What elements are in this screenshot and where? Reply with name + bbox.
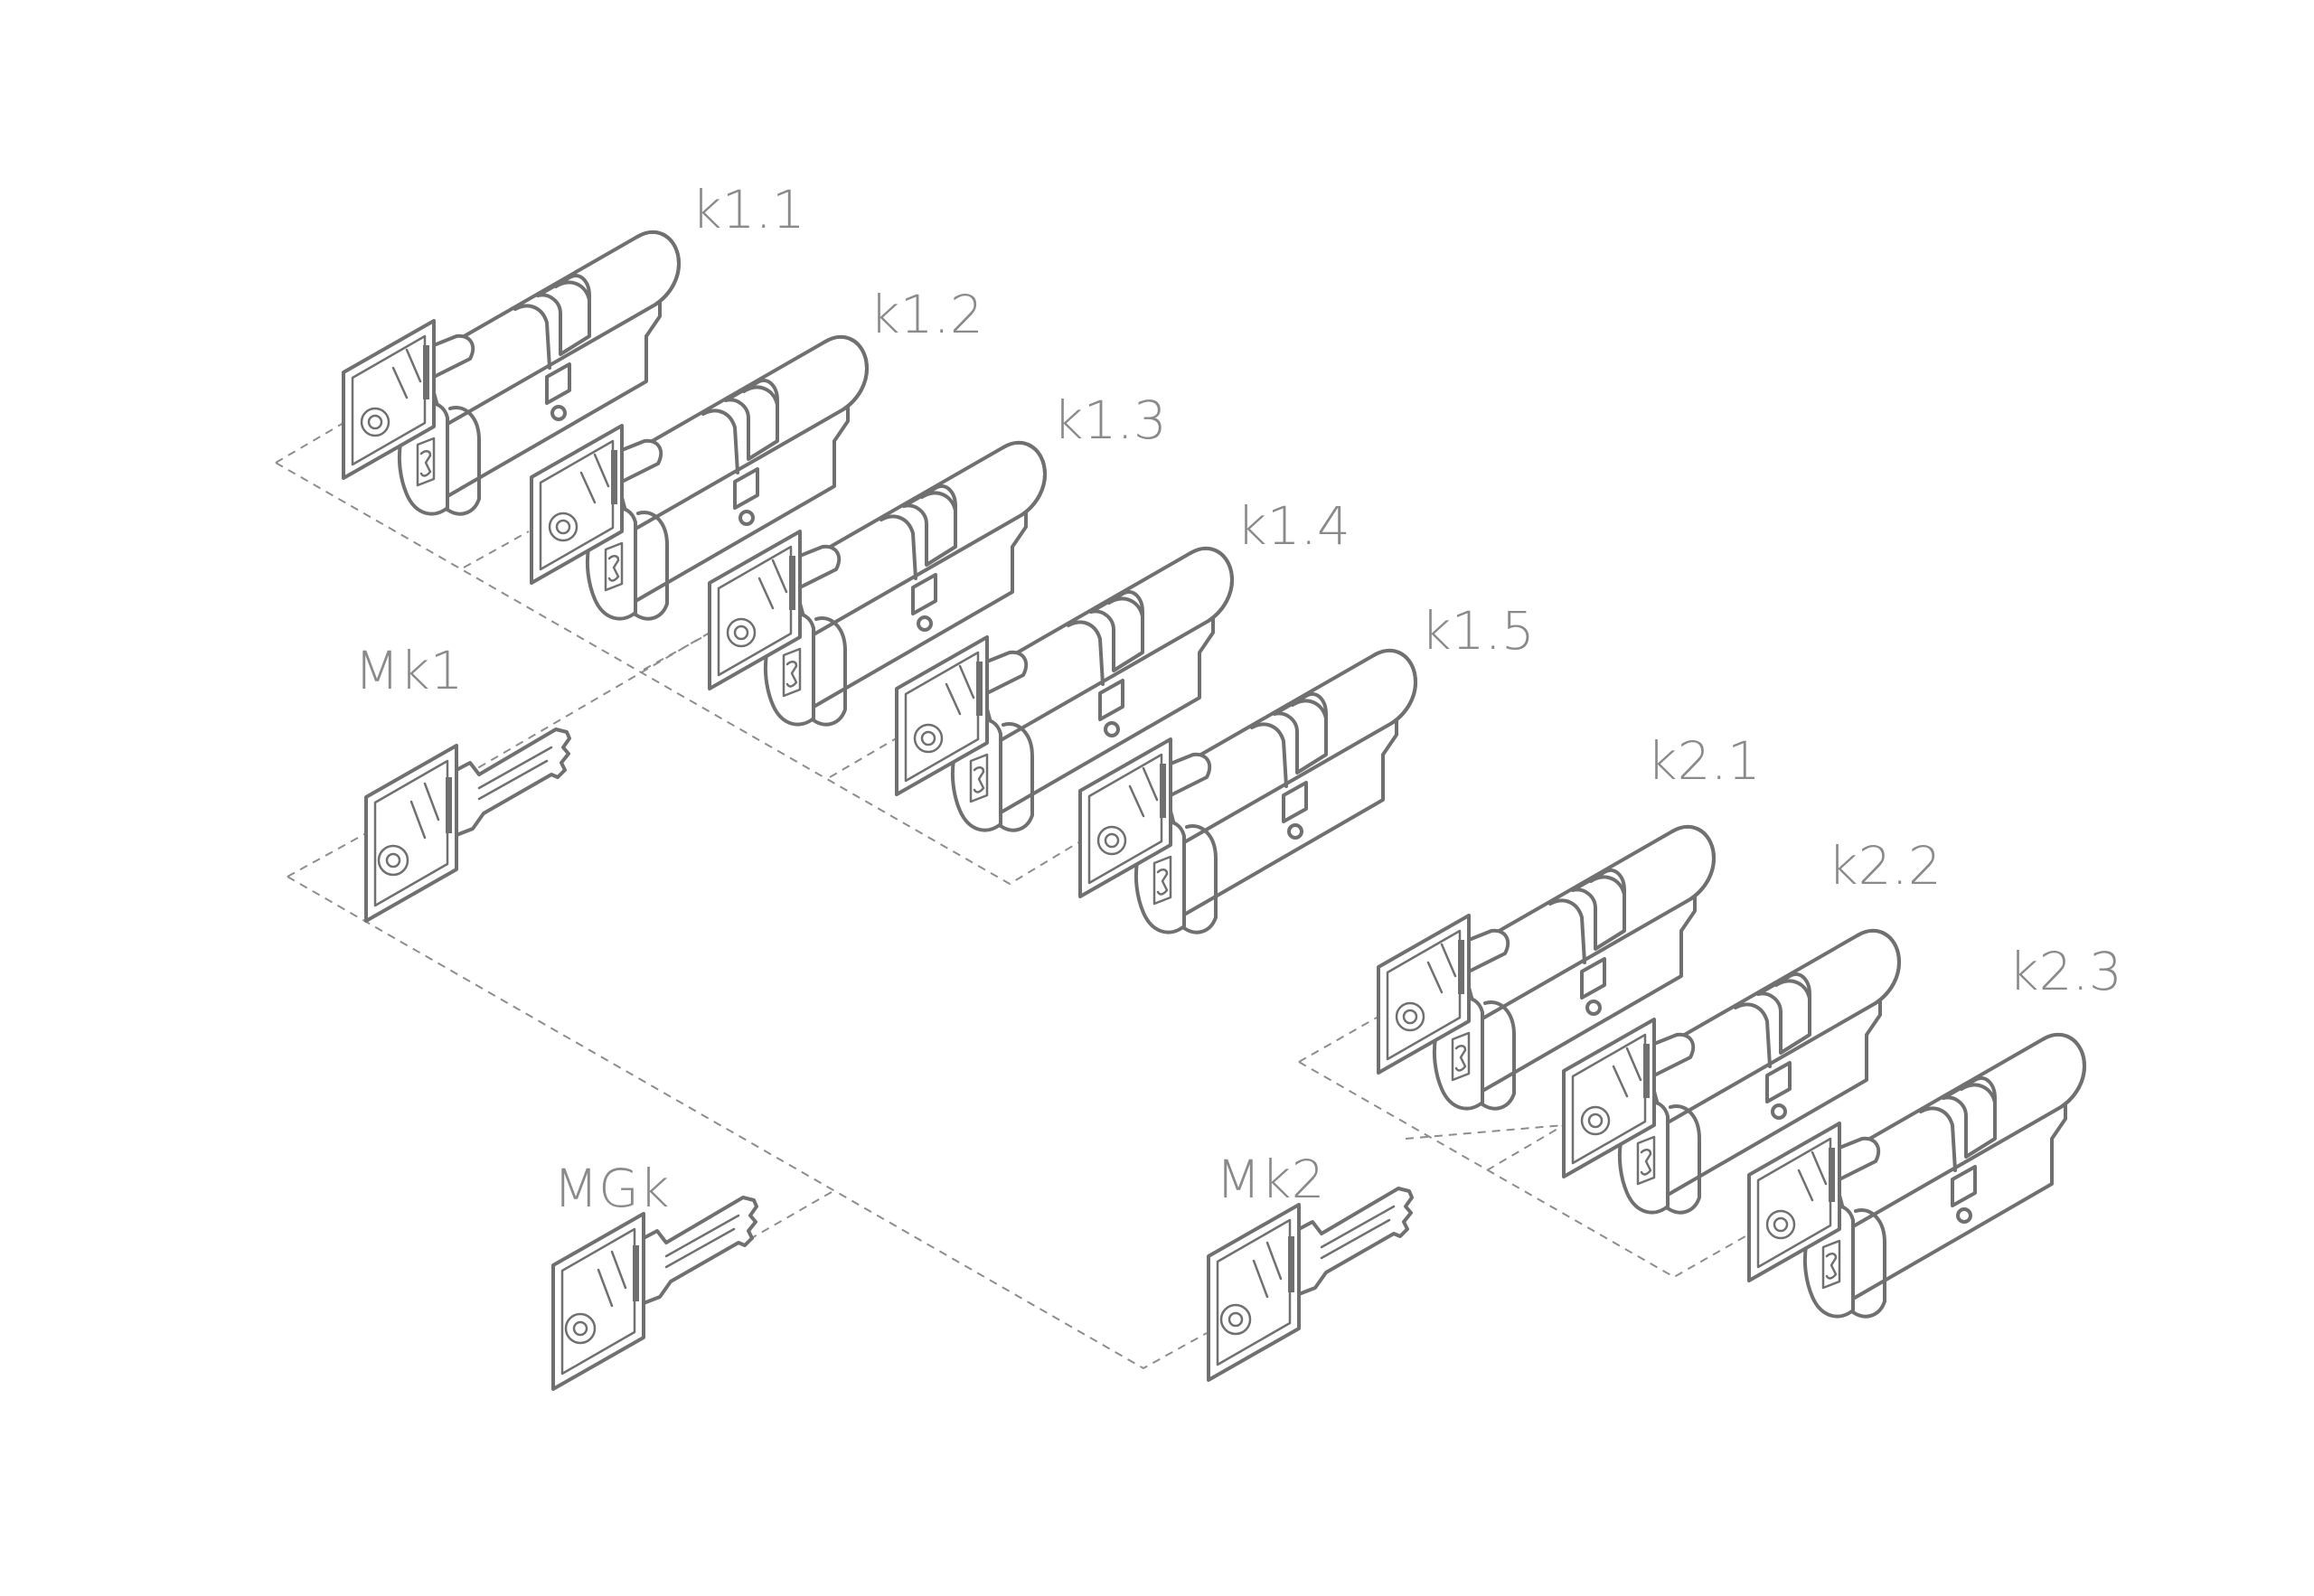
label-k1-3: k1.3	[1053, 390, 1167, 451]
label-k1-5: k1.5	[1421, 600, 1535, 662]
label-k1-2: k1.2	[870, 284, 983, 345]
key-mgk	[551, 1196, 758, 1391]
label-k1-1: k1.1	[691, 179, 805, 240]
label-k1-4: k1.4	[1237, 495, 1350, 557]
label-k2-3: k2.3	[2008, 941, 2122, 1002]
label-mgk: MGk	[553, 1158, 670, 1219]
key-mk1	[364, 728, 571, 923]
label-k2-2: k2.2	[1828, 835, 1942, 897]
key-mk2	[1207, 1187, 1414, 1382]
label-mk1: Mk1	[354, 640, 464, 701]
label-mk2: Mk2	[1216, 1149, 1325, 1210]
label-k2-1: k2.1	[1647, 730, 1761, 792]
connection-lines	[275, 422, 1759, 1370]
